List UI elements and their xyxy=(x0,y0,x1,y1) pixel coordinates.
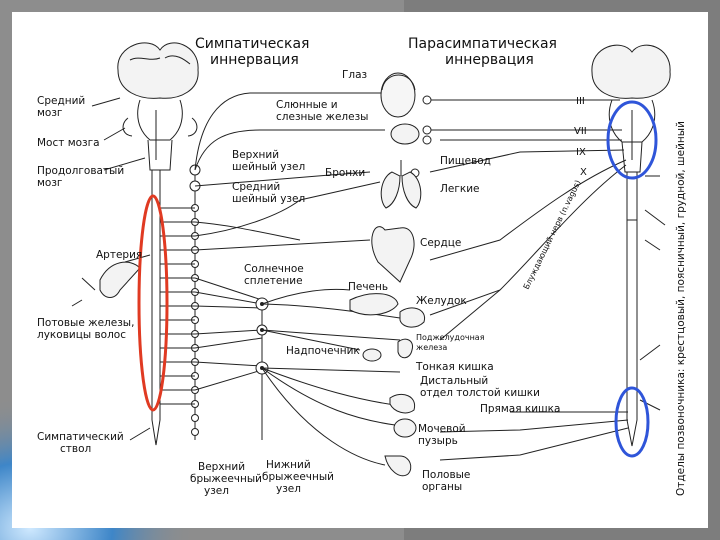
bladder-label: Мочевой xyxy=(418,423,466,435)
sympathetic-title: Симпатическая xyxy=(195,36,309,52)
colon-illustration xyxy=(389,394,416,414)
lower-mesenteric-ganglion-label-3: узел xyxy=(276,483,301,495)
glands-label-2: слезные железы xyxy=(276,111,368,123)
heart-label: Сердце xyxy=(420,237,461,249)
upper-mesenteric-ganglion-label-2: брыжеечный xyxy=(190,473,262,485)
stomach-illustration xyxy=(399,307,426,328)
adrenal-illustration xyxy=(362,348,382,362)
red-highlight-ellipse xyxy=(137,194,169,412)
salivary-gland-illustration xyxy=(390,123,420,145)
bladder-illustration xyxy=(393,418,417,438)
spine-sections-label: Отделы позвоночника: крестцовый, пояснич… xyxy=(675,121,687,496)
small-intestine-label: Тонкая кишка xyxy=(415,361,494,373)
pancreas-label: Поджелудочная xyxy=(416,333,485,342)
midbrain-label-2: мозг xyxy=(37,107,62,119)
lungs-illustration xyxy=(380,160,422,209)
medulla-label: Продолговатый xyxy=(37,165,124,177)
cranial-nerve-ix: IX xyxy=(576,147,586,158)
heart-illustration xyxy=(371,226,415,283)
solar-plexus-label: Солнечное xyxy=(244,263,304,275)
lungs-label: Легкие xyxy=(440,183,480,195)
blue-highlight-ellipse-lower xyxy=(614,386,650,458)
bladder-label-2: пузырь xyxy=(418,435,458,447)
sympathetic-title-line2: иннервация xyxy=(210,52,299,68)
upper-cervical-ganglion-label: Верхний xyxy=(232,149,279,161)
eye-label: Глаз xyxy=(342,69,367,81)
parasympathetic-title-line2: иннервация xyxy=(445,52,534,68)
eye-head-illustration xyxy=(380,72,416,118)
upper-cervical-ganglion-label-2: шейный узел xyxy=(232,161,305,173)
cranial-nerve-iii: III xyxy=(576,96,585,107)
esophagus-label: Пищевод xyxy=(440,155,491,167)
artery-label: Артерия xyxy=(96,249,142,261)
upper-mesenteric-ganglion-label: Верхний xyxy=(198,461,245,473)
blue-highlight-ellipse-upper xyxy=(606,100,658,180)
rectum-label: Прямая кишка xyxy=(480,403,560,415)
genitals-label: Половые xyxy=(422,469,470,481)
genitals-illustration xyxy=(384,455,412,477)
parasympathetic-title: Парасимпатическая xyxy=(408,36,557,52)
stomach-label: Желудок xyxy=(416,295,467,307)
midbrain-label: Средний xyxy=(37,95,85,107)
sweat-glands-label: Потовые железы, xyxy=(37,317,134,329)
sympathetic-trunk-label-2: ствол xyxy=(60,443,91,455)
glands-label: Слюнные и xyxy=(276,99,338,111)
adrenal-label: Надпочечник xyxy=(286,345,360,357)
mid-cervical-ganglion-label-2: шейный узел xyxy=(232,193,305,205)
mid-cervical-ganglion-label: Средний xyxy=(232,181,280,193)
liver-illustration xyxy=(349,293,399,316)
genitals-label-2: органы xyxy=(422,481,462,493)
lower-mesenteric-ganglion-label-2: брыжеечный xyxy=(262,471,334,483)
pancreas-label-2: железа xyxy=(416,343,447,352)
liver-label: Печень xyxy=(348,281,388,293)
colon-label-2: отдел толстой кишки xyxy=(420,387,540,399)
solar-plexus-label-2: сплетение xyxy=(244,275,303,287)
pons-label: Мост мозга xyxy=(37,137,100,149)
medulla-label-2: мозг xyxy=(37,177,62,189)
vagus-nerve-label: Блуждающий нерв (n.vagus) xyxy=(522,179,583,291)
sympathetic-trunk-label: Симпатический xyxy=(37,431,124,443)
small-intestine-illustration xyxy=(397,338,414,359)
bronchi-label: Бронхи xyxy=(325,167,365,179)
cranial-nerve-x: X xyxy=(580,167,587,178)
lower-mesenteric-ganglion-label: Нижний xyxy=(266,459,311,471)
sweat-glands-label-2: луковицы волос xyxy=(37,329,126,341)
upper-mesenteric-ganglion-label-3: узел xyxy=(204,485,229,497)
colon-label: Дистальный xyxy=(420,375,488,387)
cranial-nerve-vii: VII xyxy=(574,126,587,137)
left-brain-stem xyxy=(117,42,199,446)
right-brain-stem xyxy=(591,44,671,447)
